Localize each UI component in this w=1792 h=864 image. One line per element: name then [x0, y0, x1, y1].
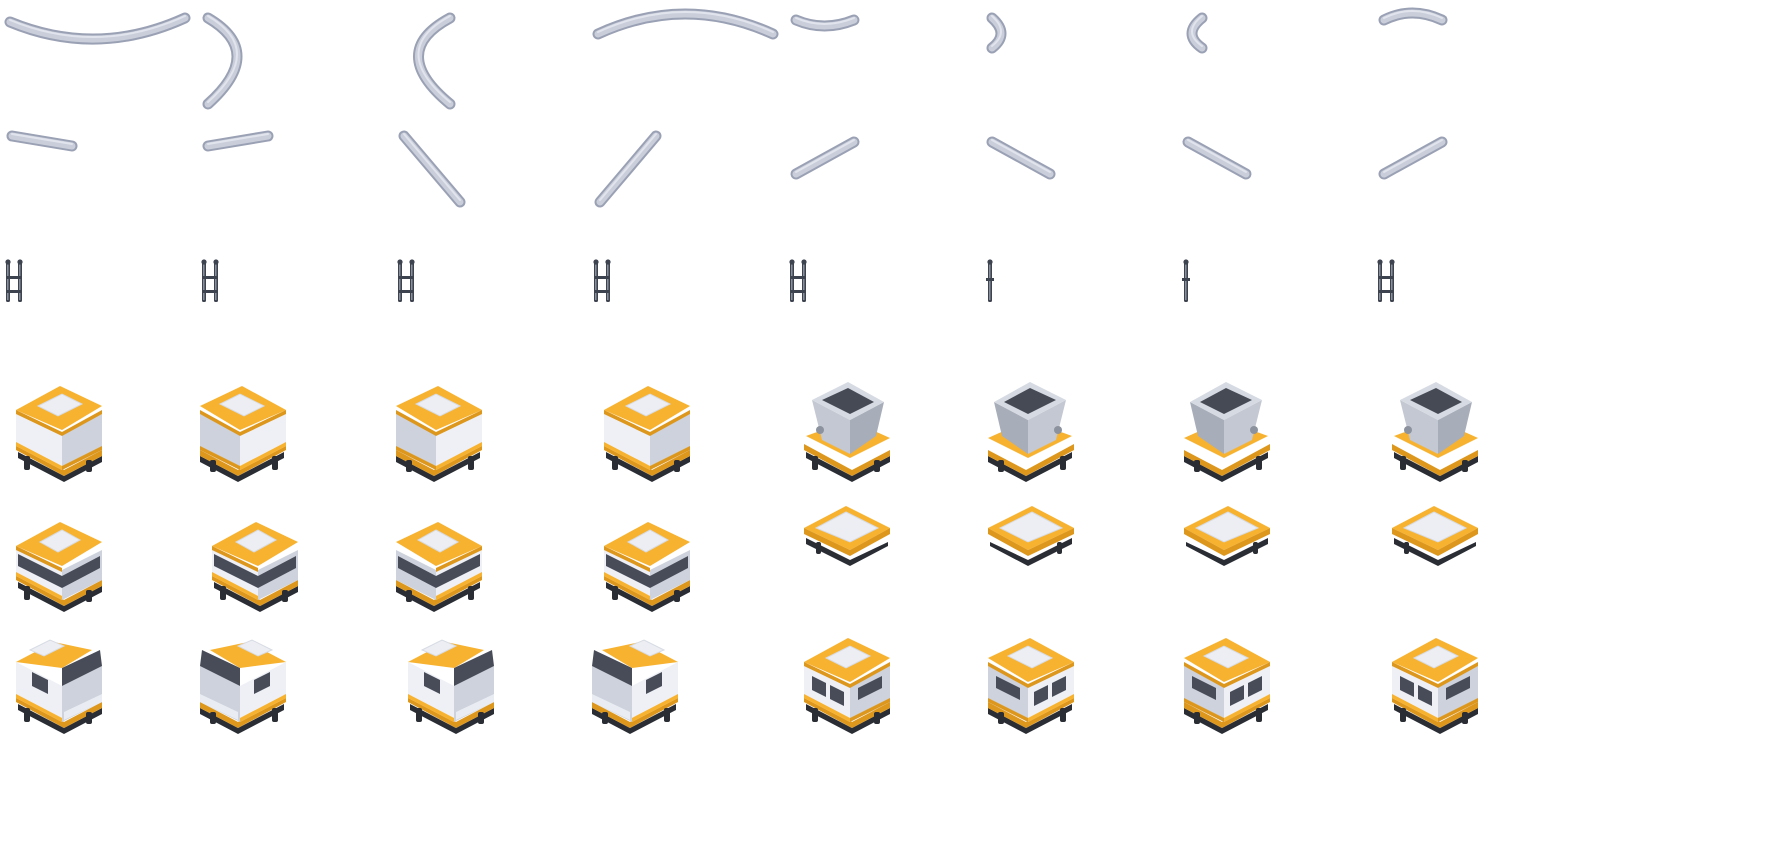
- box-car-row: [16, 382, 1478, 482]
- arc-small-up-sprite: [1378, 7, 1448, 26]
- hopper-car-left-sprite: [804, 382, 890, 482]
- diag-long-nw-sprite: [594, 130, 662, 208]
- passenger-right-sprite: [396, 522, 482, 612]
- box-car-left-sprite: [16, 386, 102, 482]
- engine-front-sprite: [408, 639, 494, 734]
- coach-right-sprite: [1184, 638, 1270, 734]
- coach-left-sprite: [1392, 638, 1478, 734]
- flat-car-left-sprite: [804, 506, 890, 566]
- hopper-car-right-sprite: [988, 382, 1074, 482]
- pylon-double-sprite: [5, 259, 23, 302]
- engine-left-sprite: [16, 639, 102, 734]
- pylon-double-sprite: [789, 259, 807, 302]
- engine-right-sprite: [200, 639, 286, 734]
- passenger-left-sprite: [16, 522, 102, 612]
- box-car-right-sprite: [200, 386, 286, 482]
- curved-rail-row: [4, 7, 1448, 110]
- arc-wide-up-sprite: [592, 8, 779, 40]
- passenger-left-sprite: [604, 522, 690, 612]
- iso-short-ne-sprite: [790, 136, 860, 180]
- short-flat-right-sprite: [202, 130, 274, 152]
- diag-long-ne-sprite: [398, 130, 466, 208]
- arc-small-down-sprite: [790, 14, 860, 32]
- flat-car-right-sprite: [988, 506, 1074, 566]
- hopper-car-left-sprite: [1392, 382, 1478, 482]
- engine-row: [16, 638, 1478, 734]
- pylon-double-sprite: [201, 259, 219, 302]
- box-car-right-sprite: [396, 386, 482, 482]
- pylon-double-sprite: [397, 259, 415, 302]
- hopper-car-right-sprite: [1184, 382, 1270, 482]
- straight-rail-row: [6, 130, 1448, 208]
- coach-left-sprite: [804, 638, 890, 734]
- iso-short-ne-sprite: [1378, 136, 1448, 180]
- passenger-row: [16, 506, 1478, 612]
- arc-small-left-sprite: [1186, 12, 1208, 54]
- pylon-single-sprite: [1182, 259, 1190, 302]
- flat-car-right-sprite: [1184, 506, 1270, 566]
- passenger-front-sprite: [212, 522, 298, 612]
- flat-car-left-sprite: [1392, 506, 1478, 566]
- short-flat-left-sprite: [6, 130, 78, 152]
- arc-small-right-sprite: [986, 12, 1007, 54]
- iso-short-nw-sprite: [1182, 136, 1252, 180]
- iso-short-nw-sprite: [986, 136, 1056, 180]
- pylon-double-sprite: [1377, 259, 1395, 302]
- arc-right-c-sprite: [202, 12, 243, 110]
- pylon-double-sprite: [593, 259, 611, 302]
- pylon-single-sprite: [986, 259, 994, 302]
- support-pylon-row: [5, 259, 1395, 302]
- box-car-left-sprite: [604, 386, 690, 482]
- engine-back-sprite: [592, 639, 678, 734]
- arc-wide-down-sprite: [4, 12, 191, 45]
- coach-right-sprite: [988, 638, 1074, 734]
- arc-left-c-sprite: [413, 12, 456, 110]
